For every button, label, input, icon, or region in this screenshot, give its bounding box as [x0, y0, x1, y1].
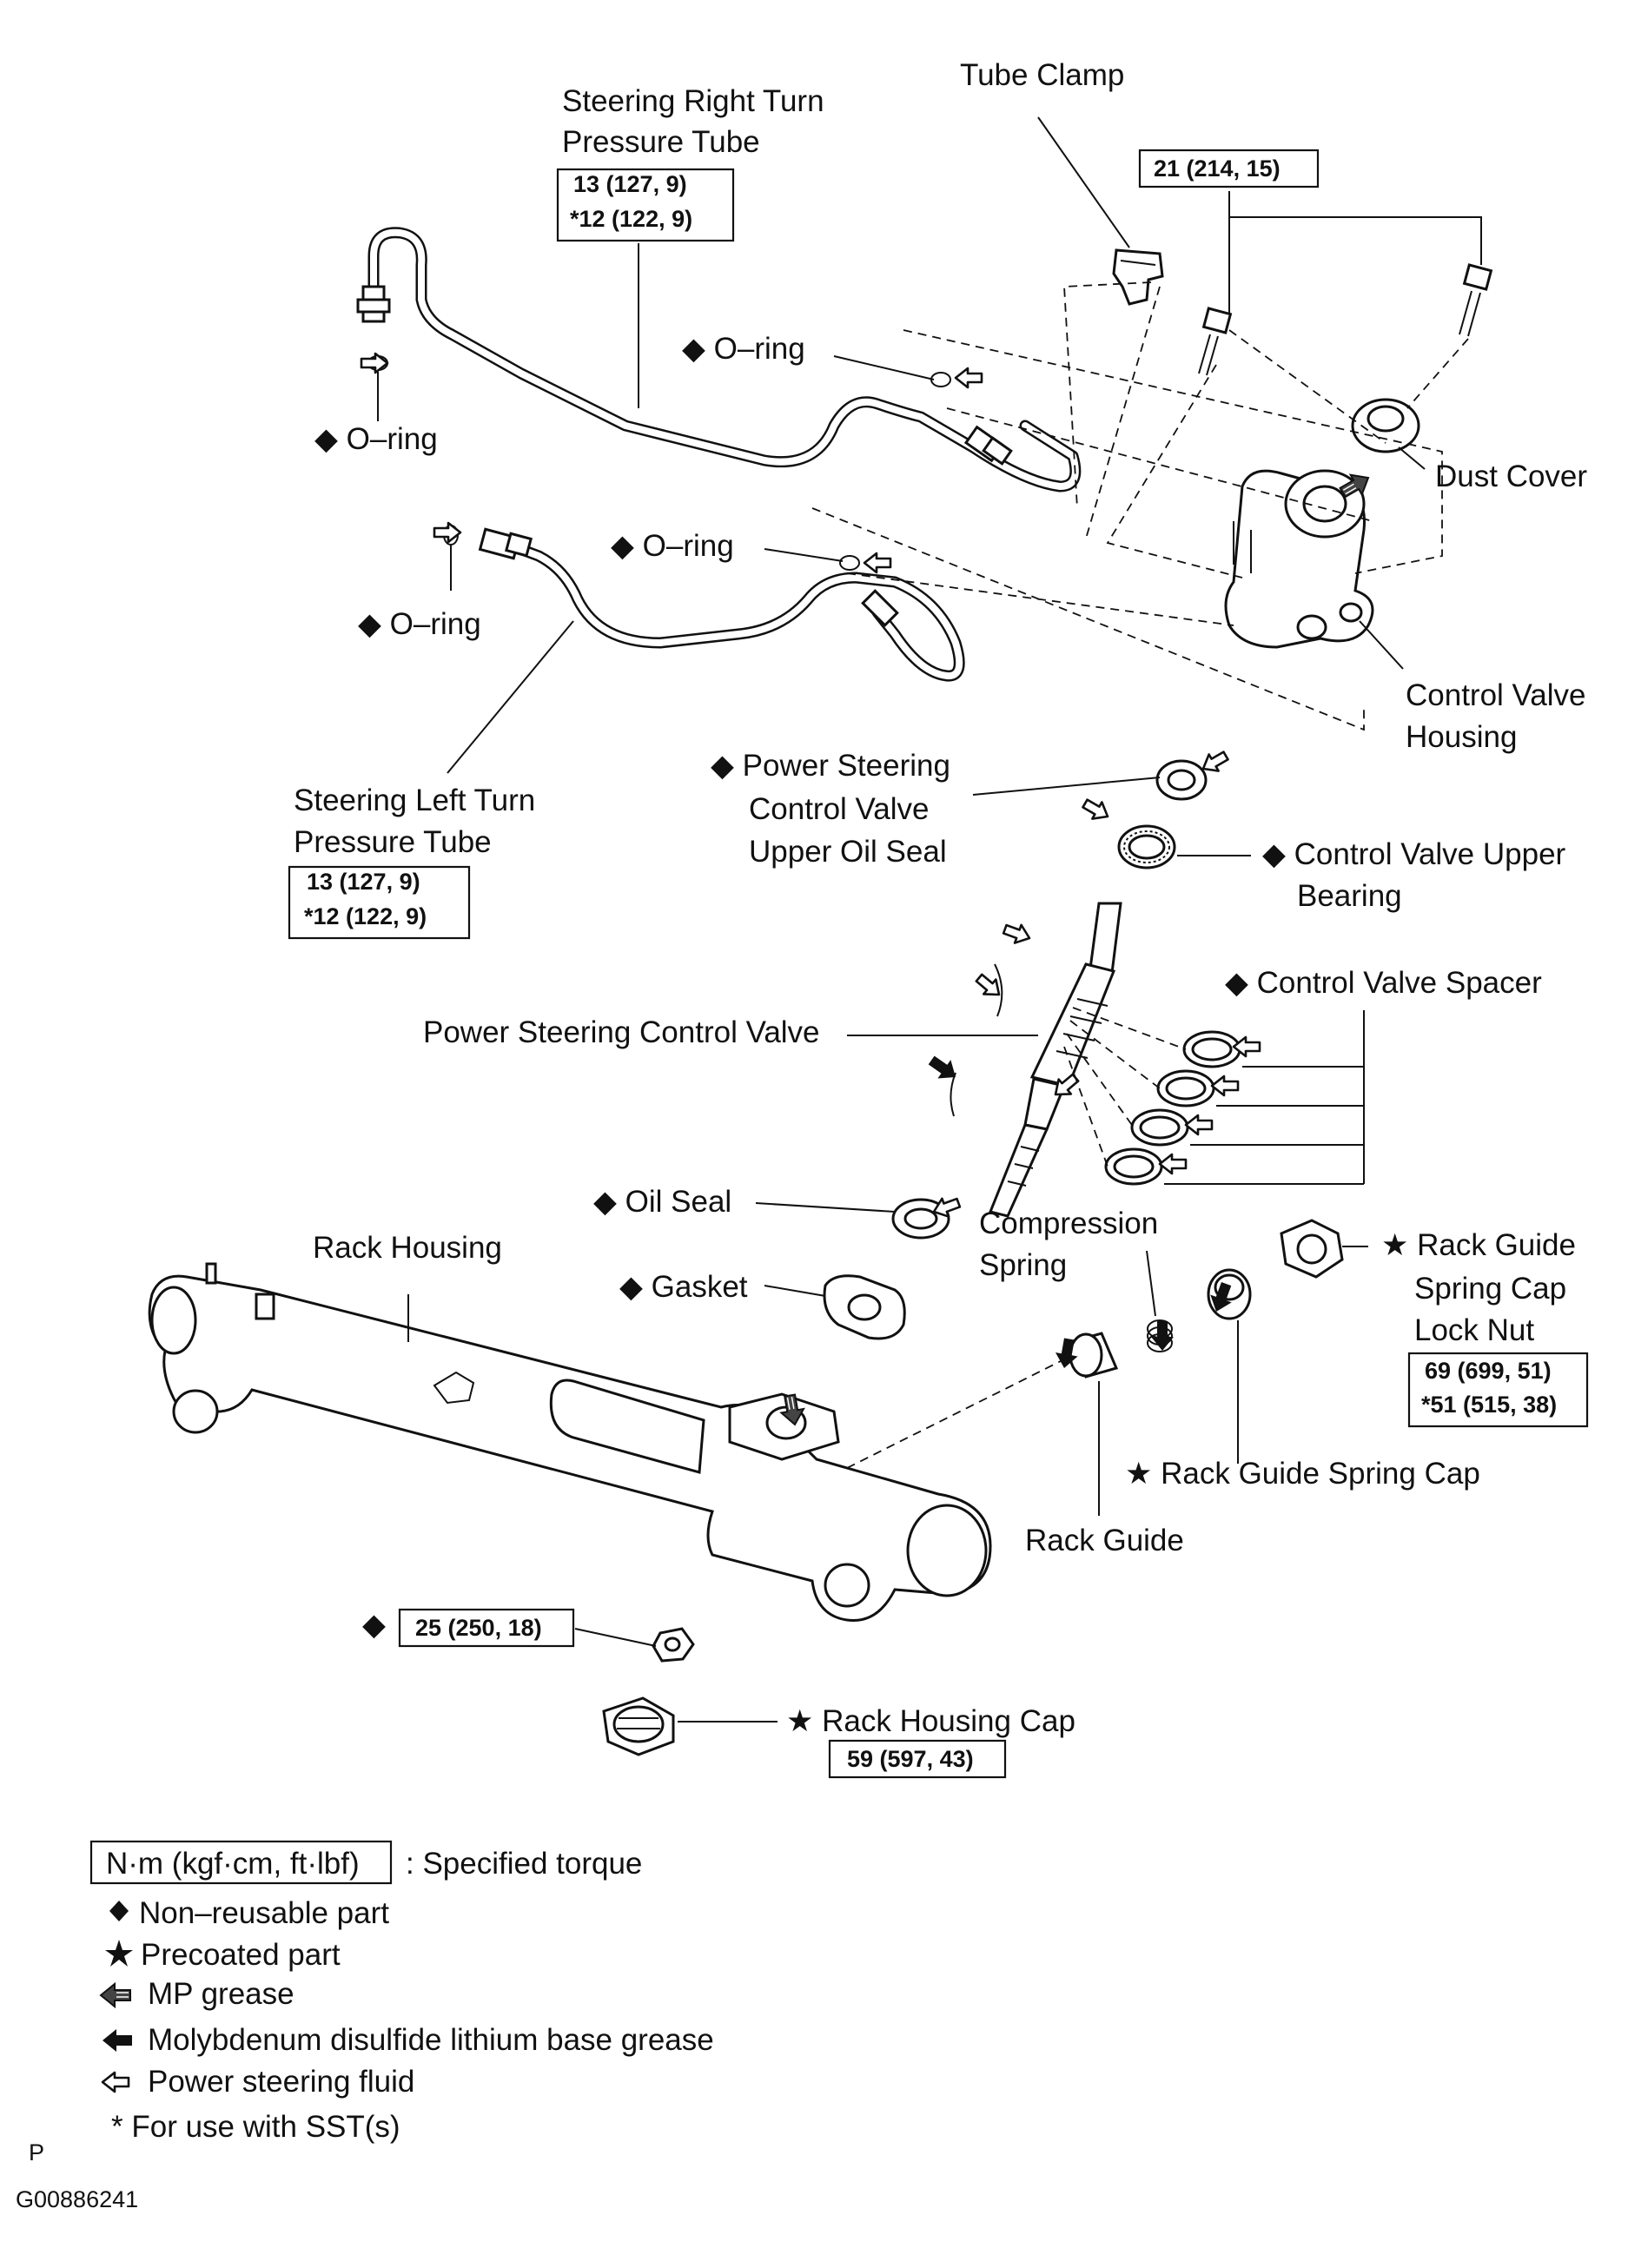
- right-tube-label-line1: Steering Right Turn: [562, 84, 824, 118]
- ps-control-valve-label: Power Steering Control Valve: [423, 1015, 820, 1049]
- torque-box-lock-nut: [1407, 1352, 1589, 1428]
- upper-bearing: [1117, 824, 1176, 870]
- fluid-arrow-icon: [1184, 1114, 1214, 1136]
- rack-guide: [1068, 1332, 1119, 1379]
- right-turn-pressure-tube: [356, 227, 1082, 493]
- moly-grease-arrow-icon: [924, 1050, 963, 1087]
- spring-cap-label: ★ Rack Guide Spring Cap: [1125, 1457, 1480, 1491]
- upper-oil-seal: [1155, 759, 1208, 801]
- moly-grease-arrow-icon: [103, 2029, 132, 2052]
- ps-seal-label-line1: ◆ Power Steering: [711, 749, 950, 783]
- oil-seal-label: ◆ Oil Seal: [593, 1185, 731, 1219]
- mp-grease-arrow-icon: [100, 1983, 131, 2007]
- torque-left-tube-b: *12 (122, 9): [304, 903, 427, 929]
- legend-precoated: Precoated part: [141, 1938, 341, 1972]
- nut-diamond-label: ◆: [362, 1608, 386, 1642]
- torque-bolts: 21 (214, 15): [1154, 155, 1281, 182]
- left-turn-pressure-tube: [478, 527, 965, 682]
- o-ring-label-b: ◆ O–ring: [314, 422, 438, 456]
- dust-cover: [1351, 398, 1420, 453]
- torque-right-tube-b: *12 (122, 9): [570, 206, 692, 232]
- ps-seal-label-line2: Control Valve: [749, 792, 930, 826]
- torque-box-left-tube: [288, 865, 471, 940]
- figure-code: G00886241: [16, 2186, 138, 2212]
- compression-spring-label-line1: Compression: [979, 1207, 1158, 1240]
- fluid-arrow-icon: [1079, 794, 1114, 826]
- torque-lock-nut-b: *51 (515, 38): [1421, 1392, 1557, 1418]
- torque-housing-cap: 59 (597, 43): [847, 1746, 974, 1772]
- torque-lock-nut-a: 69 (699, 51): [1425, 1358, 1552, 1384]
- gasket-label: ◆ Gasket: [619, 1270, 748, 1304]
- fluid-arrow-icon: [971, 969, 1007, 1003]
- o-ring-b: [930, 372, 951, 387]
- legend-unit-box: [89, 1840, 393, 1885]
- diamond-icon: [109, 1901, 129, 1921]
- fluid-arrow-icon: [360, 352, 389, 374]
- legend-unit-desc: : Specified torque: [406, 1847, 642, 1881]
- legend-moly-grease: Molybdenum disulfide lithium base grease: [148, 2023, 714, 2057]
- gasket: [823, 1274, 906, 1340]
- torque-nut: 25 (250, 18): [415, 1615, 542, 1641]
- fluid-arrow-icon: [1158, 1153, 1188, 1175]
- rack-guide-label: Rack Guide: [1025, 1524, 1184, 1557]
- o-ring-label-d: ◆ O–ring: [358, 607, 481, 641]
- rack-housing-cap-label: ★ Rack Housing Cap: [786, 1704, 1075, 1738]
- control-valve-housing: [1224, 469, 1374, 649]
- rack-housing: [148, 1262, 992, 1623]
- o-ring-label-c: ◆ O–ring: [611, 529, 734, 563]
- tube-clamp: [1112, 248, 1164, 306]
- fluid-arrow-icon: [954, 367, 983, 389]
- compression-spring-label-line2: Spring: [979, 1248, 1067, 1282]
- right-tube-label-line2: Pressure Tube: [562, 125, 760, 159]
- cv-housing-label-line1: Control Valve: [1406, 678, 1586, 712]
- ps-seal-label-line3: Upper Oil Seal: [749, 835, 947, 869]
- lock-nut-label-line1: ★ Rack Guide: [1381, 1228, 1576, 1262]
- legend-sst: * For use with SST(s): [111, 2110, 400, 2144]
- cv-housing-label-line2: Housing: [1406, 720, 1517, 754]
- legend-ps-fluid: Power steering fluid: [148, 2065, 414, 2099]
- left-tube-label-line1: Steering Left Turn: [294, 784, 535, 817]
- oil-seal: [891, 1198, 950, 1240]
- tube-clamp-label: Tube Clamp: [960, 58, 1124, 92]
- lock-nut-label-line3: Lock Nut: [1414, 1313, 1534, 1347]
- o-ring-d: [839, 555, 860, 571]
- bolt-left: [1198, 307, 1233, 376]
- power-steering-control-valve: [988, 902, 1122, 1218]
- left-tube-label-line2: Pressure Tube: [294, 825, 492, 859]
- torque-box-bolts: [1138, 149, 1320, 188]
- upper-bearing-label-line2: Bearing: [1297, 879, 1402, 913]
- bolt-right: [1459, 263, 1493, 337]
- fluid-arrow-icon: [1000, 919, 1035, 949]
- footer-mark: P: [29, 2139, 44, 2166]
- torque-box-right-tube: [556, 168, 735, 242]
- fluid-arrow-icon: [101, 2071, 130, 2093]
- torque-left-tube-a: 13 (127, 9): [307, 869, 420, 895]
- rack-guide-spring-cap-lock-nut: [1280, 1219, 1344, 1279]
- dust-cover-label: Dust Cover: [1435, 460, 1587, 493]
- rack-housing-label: Rack Housing: [313, 1231, 502, 1265]
- spacer-label: ◆ Control Valve Spacer: [1225, 966, 1542, 1000]
- rack-guide-spring-cap: [1207, 1268, 1252, 1320]
- star-icon: [105, 1940, 133, 1967]
- o-ring-label-a: ◆ O–ring: [682, 332, 805, 366]
- fluid-arrow-icon: [863, 552, 892, 574]
- lock-nut-label-line2: Spring Cap: [1414, 1272, 1566, 1306]
- torque-box-housing-cap: [828, 1739, 1007, 1779]
- legend-mp-grease: MP grease: [148, 1977, 294, 2011]
- fluid-arrow-icon: [1210, 1074, 1240, 1097]
- torque-box-nut: [398, 1608, 575, 1648]
- legend-unit: N·m (kgf·cm, ft·lbf): [106, 1847, 360, 1881]
- upper-bearing-label-line1: ◆ Control Valve Upper: [1262, 837, 1566, 871]
- rack-housing-cap: [602, 1696, 675, 1756]
- nut: [652, 1627, 695, 1663]
- torque-right-tube-a: 13 (127, 9): [573, 171, 687, 197]
- legend: N·m (kgf·cm, ft·lbf) : Specified torque …: [89, 1840, 714, 2144]
- legend-non-reusable: Non–reusable part: [139, 1896, 389, 1930]
